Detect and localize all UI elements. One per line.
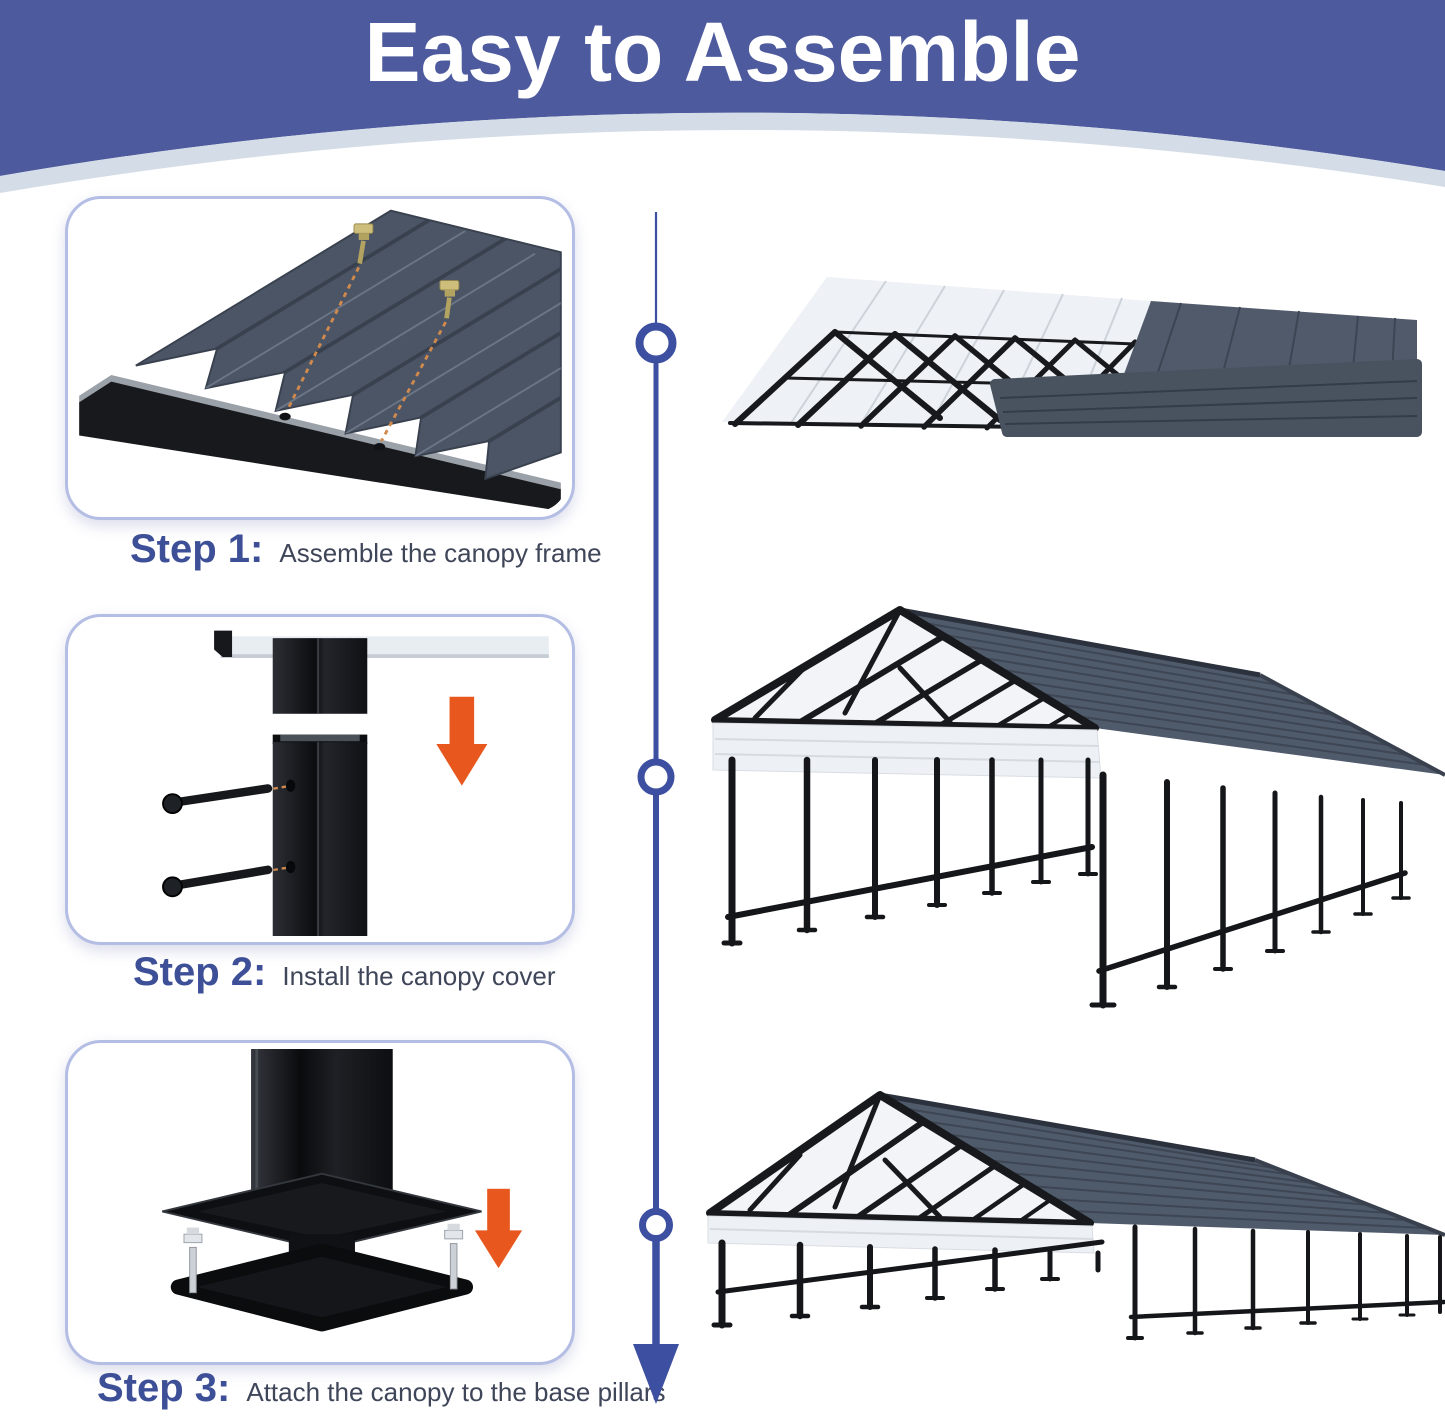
header-banner [0, 0, 1445, 193]
timeline-node-1 [635, 322, 677, 364]
timeline-node-2 [637, 758, 675, 796]
step3-label: Step 3: [97, 1366, 231, 1410]
step3-base-plate-illustration [162, 1049, 523, 1332]
carport-legs [711, 1224, 1445, 1341]
step2-caption: Step 2: Install the canopy cover [133, 950, 556, 995]
anchor-bolt-icon [444, 1223, 464, 1290]
step3-caption: Step 3: Attach the canopy to the base pi… [97, 1366, 666, 1411]
anchor-bolt-icon [183, 1227, 203, 1294]
bolt-icon [162, 784, 287, 815]
step3-description: Attach the canopy to the base pillars [246, 1377, 666, 1407]
step3-image-card [65, 1040, 575, 1365]
screw-icon [285, 223, 374, 412]
step1-label: Step 1: [130, 527, 264, 571]
screw-icon [380, 280, 460, 442]
stage1-canopy-frame-render [722, 277, 1422, 437]
base-pillar-frame [721, 756, 1411, 1009]
step2-image-card [65, 614, 575, 945]
down-arrow-icon [474, 1188, 523, 1269]
step1-description: Assemble the canopy frame [279, 538, 602, 568]
step1-roof-screws-illustration [79, 209, 562, 511]
step2-post-bolts-illustration [162, 630, 549, 936]
stage3-assembled-carport-render [706, 1091, 1445, 1341]
assembly-timeline [633, 212, 679, 1404]
timeline-node-3 [639, 1208, 673, 1242]
down-arrow-icon [436, 696, 488, 786]
timeline-arrowhead-icon [633, 1344, 679, 1404]
page-title: Easy to Assemble [364, 5, 1081, 99]
step2-description: Install the canopy cover [282, 961, 556, 991]
step1-caption: Step 1: Assemble the canopy frame [130, 527, 602, 572]
bolt-icon [162, 865, 287, 898]
stage2-canopy-and-pillars-render [711, 606, 1445, 1009]
step1-image-card [65, 196, 575, 520]
step2-label: Step 2: [133, 950, 267, 994]
